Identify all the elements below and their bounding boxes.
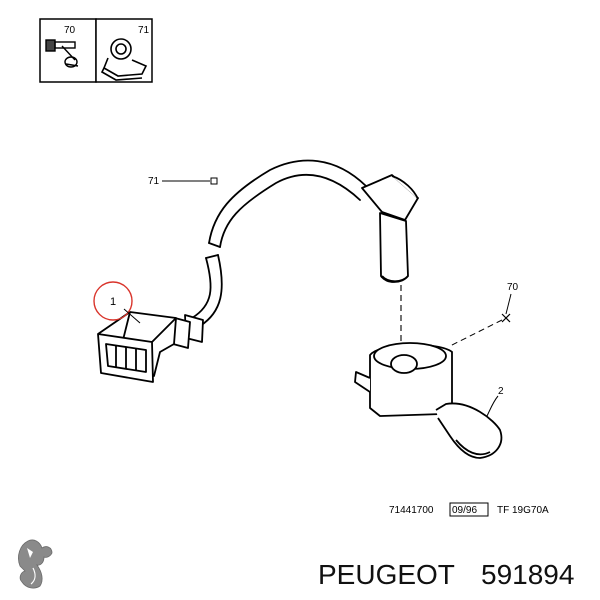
bolt-marker: [501, 313, 511, 323]
callout-clip: 71: [148, 176, 160, 187]
leader-bolt: [505, 293, 512, 315]
bolt-icon: [45, 39, 79, 68]
drawing-date: 09/96: [452, 505, 477, 516]
brand-name: PEUGEOT: [318, 559, 455, 590]
peugeot-lion-logo: [18, 539, 53, 589]
callout-bracket: 2: [498, 386, 504, 397]
legend-box-bolt: 70: [39, 18, 97, 83]
leader-bracket: [486, 395, 499, 417]
drawing-reference: 71441700 09/96 TF 19G70A: [389, 502, 549, 517]
mounting-bracket: [354, 342, 503, 459]
part-number: 591894: [481, 559, 574, 590]
bolt-axis: [449, 319, 503, 347]
callout-bolt: 70: [507, 282, 519, 293]
highlight-circle: [93, 281, 133, 321]
legend-box-clip: 71: [95, 18, 153, 83]
leader-connector: [123, 308, 141, 324]
clip-marker: [210, 177, 218, 185]
parts-legend: 70 71: [39, 18, 153, 83]
callout-connector: 1: [110, 296, 116, 308]
electrical-connector: [97, 311, 204, 383]
drawing-number: 71441700: [389, 505, 434, 516]
clip-icon: [100, 38, 148, 81]
speed-sensor-body: [361, 174, 419, 283]
sensor-cable: [191, 159, 367, 327]
drawing-code: TF 19G70A: [497, 505, 549, 516]
legend-ref-clip: 71: [138, 25, 150, 36]
legend-ref-bolt: 70: [64, 25, 76, 36]
